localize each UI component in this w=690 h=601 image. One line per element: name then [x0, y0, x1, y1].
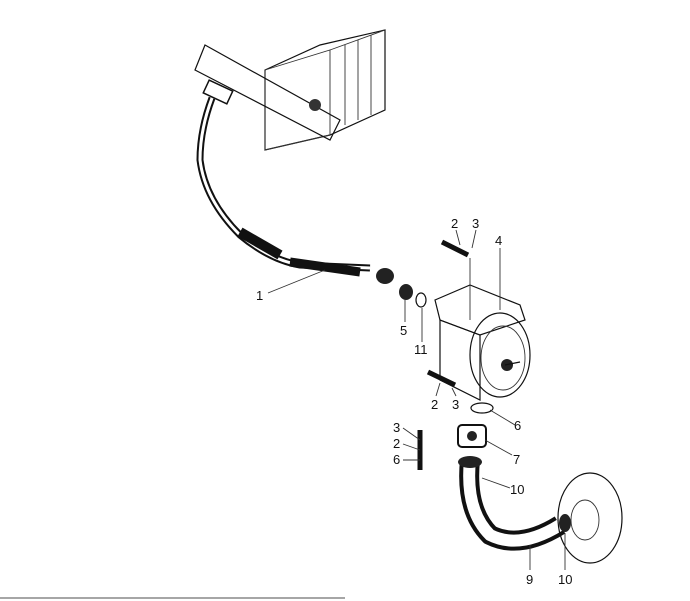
- label-fitting: 5: [400, 323, 407, 338]
- pump-flange: [457, 424, 487, 448]
- label-pump: 4: [495, 233, 502, 248]
- o-ring-lower: [470, 402, 494, 414]
- label-cluster-c: 6: [393, 452, 400, 467]
- label-cluster-b: 2: [393, 436, 400, 451]
- label-cluster-a: 3: [393, 420, 400, 435]
- label-bolt-low-b: 3: [452, 397, 459, 412]
- label-bolt-top-b: 3: [472, 216, 479, 231]
- bolt-lower: [426, 369, 457, 388]
- label-bolt-low-a: 2: [431, 397, 438, 412]
- reservoir-block: [194, 29, 386, 151]
- bolt-upper: [440, 239, 471, 320]
- label-o-ring-top: 11: [414, 342, 428, 357]
- label-hose-upper: 1: [256, 288, 263, 303]
- suction-hose-lower: [458, 456, 566, 551]
- label-clamp-lower: 10: [558, 572, 572, 587]
- label-clamp-upper: 10: [510, 482, 524, 497]
- pressure-hose-upper: [196, 79, 427, 308]
- label-o-ring-low: 6: [514, 418, 521, 433]
- label-hose-lower: 9: [526, 572, 533, 587]
- tank-flange: [557, 472, 623, 564]
- label-bolt-top-a: 2: [451, 216, 458, 231]
- leader-lines: [267, 229, 566, 570]
- label-flange: 7: [513, 452, 520, 467]
